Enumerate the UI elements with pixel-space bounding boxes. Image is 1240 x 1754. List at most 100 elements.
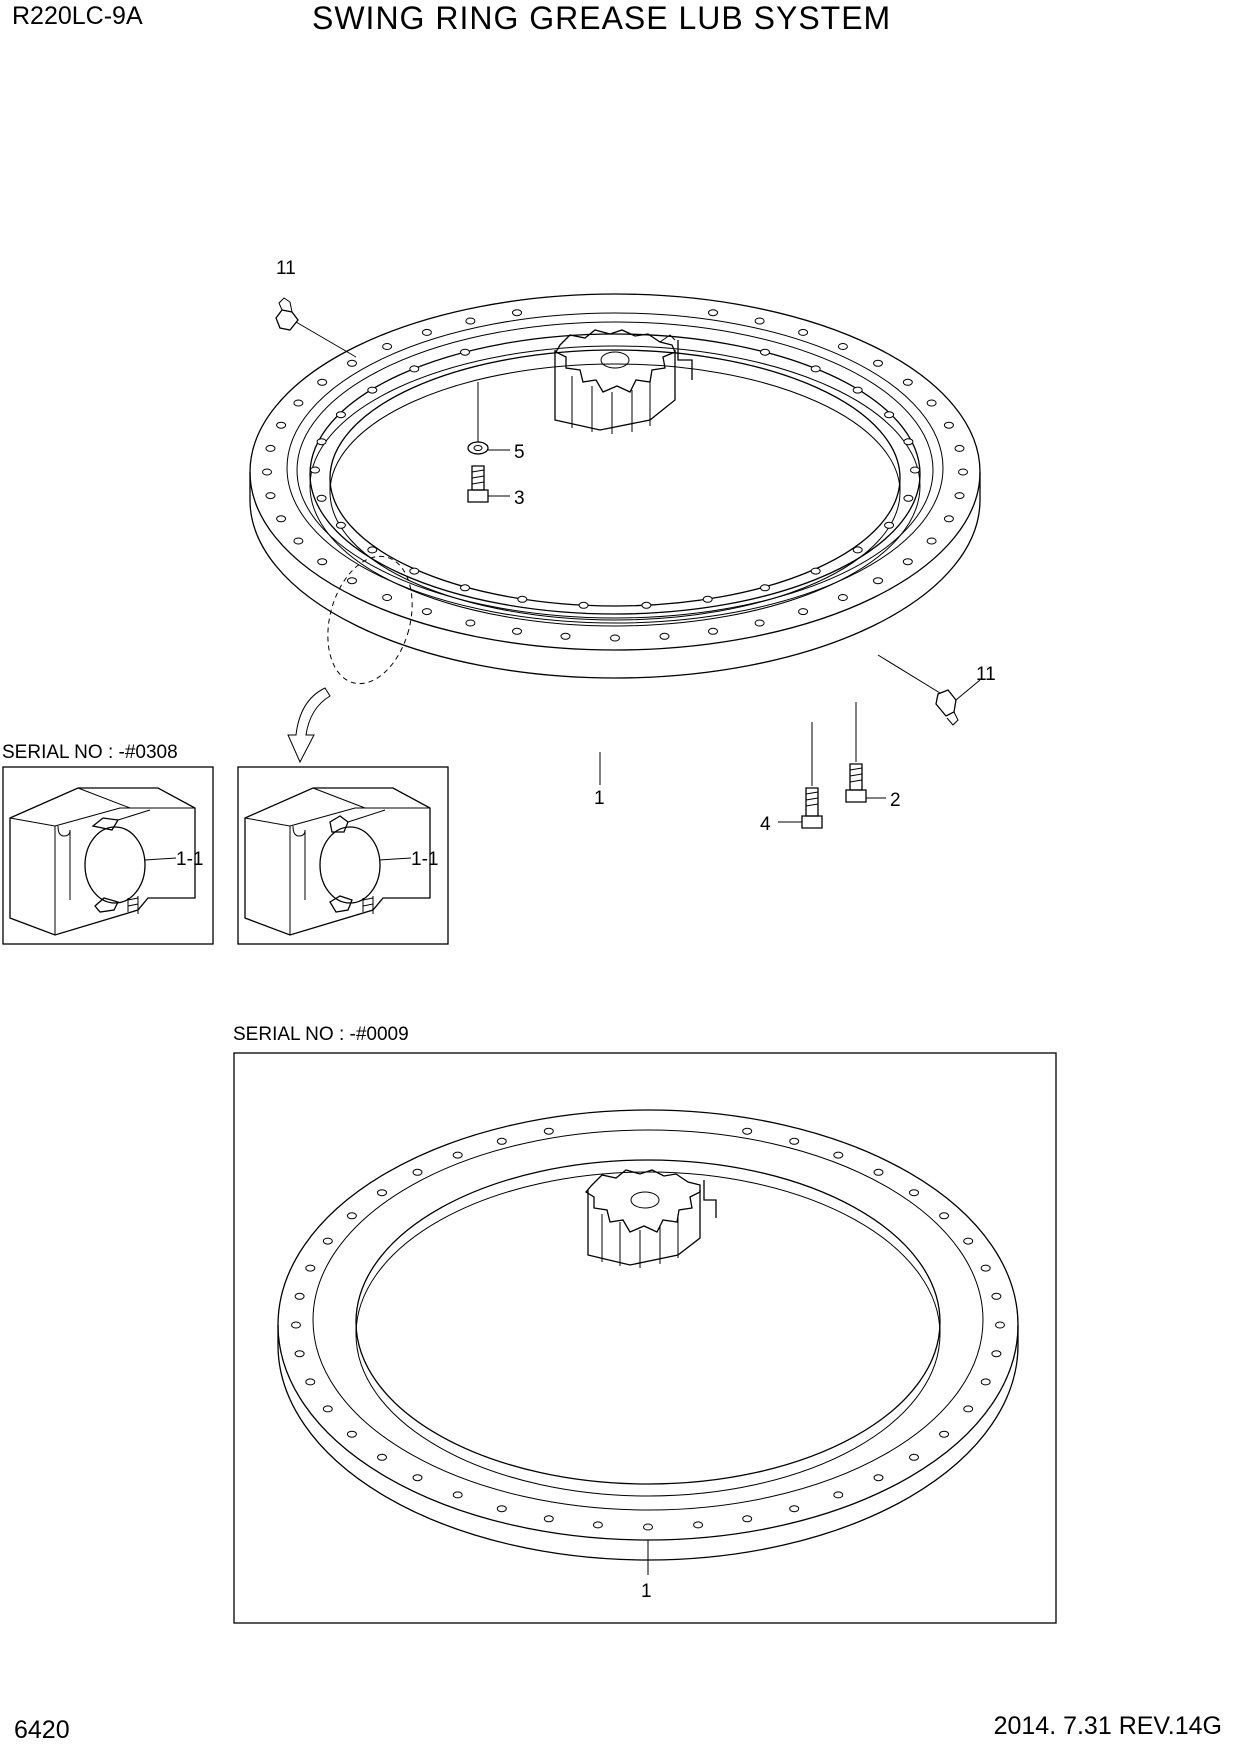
bolt-hole	[412, 1168, 423, 1176]
bolt-hole	[592, 1521, 603, 1529]
bolt-hole	[294, 1350, 305, 1358]
page-title: SWING RING GREASE LUB SYSTEM	[312, 0, 892, 36]
bolt-hole	[316, 438, 327, 446]
callout-5: 5	[514, 442, 525, 463]
bolt-hole	[798, 328, 809, 336]
ring-bolt-holes	[262, 309, 968, 642]
bolt-hole	[659, 632, 670, 640]
callout-3: 3	[514, 488, 525, 509]
bolt-hole	[902, 558, 913, 566]
inset-serial-label: SERIAL NO : -#0009	[233, 1024, 409, 1045]
bolt-hole	[754, 619, 765, 627]
detail-serial-label: SERIAL NO : -#0308	[2, 742, 178, 763]
bolt-hole	[958, 468, 968, 476]
bolt-hole	[641, 601, 652, 609]
bolt-hole	[265, 444, 276, 452]
bolt-hole	[610, 634, 620, 642]
bolt-hole	[760, 348, 770, 356]
bolt-hole	[754, 317, 765, 325]
inset-bolt-holes	[291, 1127, 1005, 1531]
bolt-hole	[837, 594, 848, 601]
bolt-hole	[909, 1453, 919, 1461]
bolt-hole	[963, 1405, 974, 1413]
bolt-4	[778, 722, 823, 829]
bolt-hole	[810, 567, 821, 575]
bolt-hole	[322, 1237, 333, 1245]
bolt-hole	[995, 1321, 1005, 1329]
bolt-hole	[496, 1505, 507, 1513]
bolt-hole	[367, 546, 378, 554]
bolt-hole	[798, 608, 809, 616]
bolt-hole	[789, 1505, 800, 1513]
callout-2: 2	[890, 790, 901, 811]
bolt-hole	[465, 317, 476, 325]
bolt-2	[845, 702, 886, 803]
bolt-hole	[460, 348, 470, 356]
bolt-hole	[902, 378, 913, 386]
grease-nipple-right	[877, 654, 981, 726]
bolt-hole	[460, 584, 470, 592]
bolt-hole	[496, 1137, 507, 1145]
bolt-hole	[276, 515, 287, 523]
bolt-hole	[873, 359, 883, 367]
bolt-hole	[367, 386, 378, 394]
bolt-hole	[512, 309, 522, 317]
bolt-hole	[409, 567, 420, 575]
bolt-hole	[335, 521, 346, 529]
detail-arrow	[287, 687, 331, 764]
bolt-hole	[317, 558, 328, 566]
main-swing-ring	[249, 293, 981, 679]
bolt-hole	[837, 343, 848, 350]
callout-1-1-right: 1-1	[411, 849, 438, 870]
bolt-hole	[760, 584, 770, 592]
bolt-hole	[452, 1491, 463, 1499]
bolt-hole	[810, 365, 821, 373]
washer-and-bolt	[467, 382, 510, 503]
inset-frame	[233, 1052, 1057, 1624]
callout-11-top: 11	[276, 258, 296, 279]
bolt-hole	[903, 438, 914, 446]
bolt-hole	[980, 1264, 991, 1272]
bolt-hole	[708, 309, 718, 317]
bolt-hole	[346, 1430, 357, 1438]
bolt-hole	[291, 1321, 301, 1329]
bolt-hole	[452, 1151, 463, 1159]
model-number: R220LC-9A	[12, 2, 143, 30]
bolt-hole	[833, 1491, 844, 1499]
detail-box-left	[2, 766, 214, 945]
callout-1-1-left: 1-1	[176, 849, 203, 870]
bolt-hole	[939, 1430, 950, 1438]
bolt-hole	[643, 1523, 653, 1531]
bolt-hole	[293, 537, 304, 545]
bolt-hole	[991, 1292, 1002, 1300]
callout-4: 4	[760, 814, 771, 835]
bolt-hole	[276, 421, 287, 429]
bolt-hole	[873, 1474, 884, 1482]
bolt-hole	[317, 378, 328, 386]
bolt-hole	[543, 1127, 554, 1135]
bolt-hole	[926, 537, 937, 545]
bolt-hole	[939, 1212, 950, 1220]
bolt-hole	[543, 1515, 554, 1523]
bolt-hole	[305, 1264, 316, 1272]
bolt-hole	[873, 577, 883, 585]
bolt-hole	[884, 411, 895, 419]
bolt-hole	[346, 1212, 357, 1220]
detail-box-right	[237, 766, 449, 945]
bolt-hole	[316, 494, 327, 502]
bolt-hole	[852, 386, 863, 394]
bolt-hole	[347, 577, 357, 585]
bolt-hole	[412, 1474, 423, 1482]
bolt-hole	[377, 1189, 387, 1197]
pinion-gear	[554, 329, 693, 434]
bolt-hole	[963, 1237, 974, 1245]
bolt-hole	[382, 343, 393, 350]
callout-11-right: 11	[976, 664, 996, 685]
bolt-hole	[305, 1378, 316, 1386]
bolt-hole	[693, 1521, 704, 1529]
bolt-hole	[954, 492, 965, 500]
bolt-hole	[903, 494, 914, 502]
grease-nipple-top	[275, 297, 357, 358]
callout-1-main: 1	[594, 788, 605, 809]
